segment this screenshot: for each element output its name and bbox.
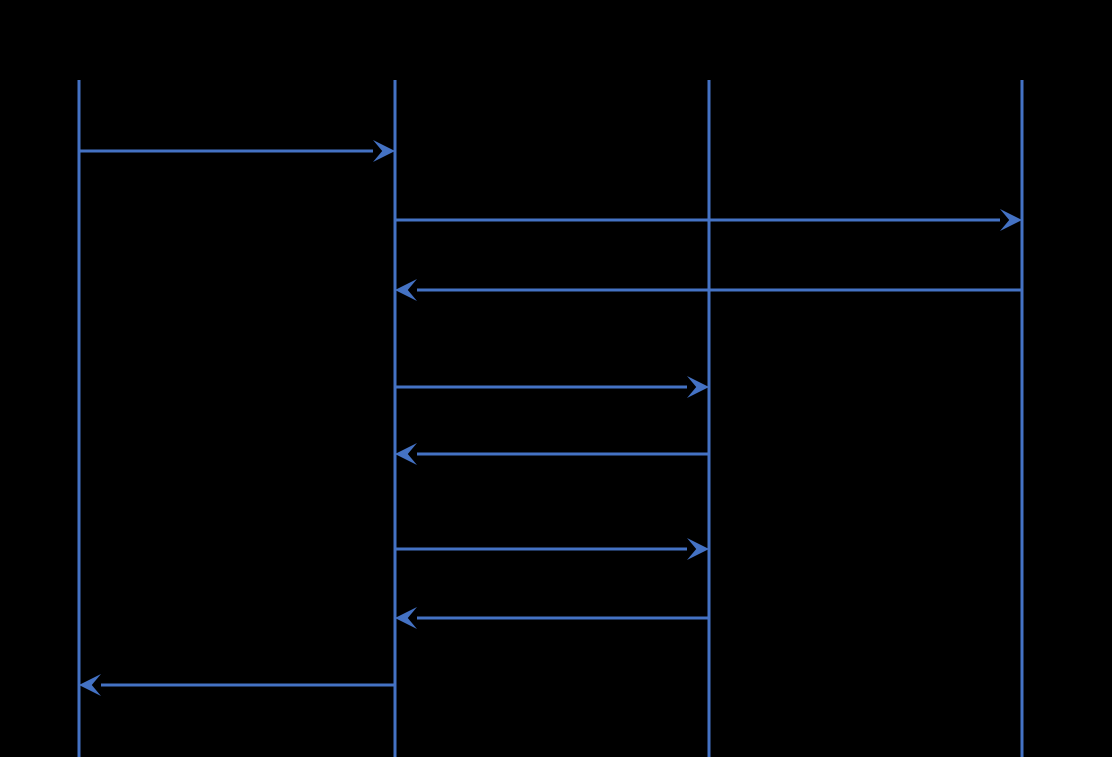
message-4[interactable]	[395, 376, 709, 398]
message-arrowhead-2	[1000, 209, 1022, 231]
message-6[interactable]	[395, 538, 709, 560]
message-3[interactable]	[395, 279, 1022, 301]
message-arrowhead-4	[687, 376, 709, 398]
message-1[interactable]	[79, 140, 395, 162]
message-5[interactable]	[395, 443, 709, 465]
message-arrowhead-8	[79, 674, 101, 696]
message-7[interactable]	[395, 607, 709, 629]
message-arrowhead-3	[395, 279, 417, 301]
message-arrowhead-6	[687, 538, 709, 560]
message-8[interactable]	[79, 674, 395, 696]
lifelines-group	[77, 80, 1024, 757]
message-arrowhead-7	[395, 607, 417, 629]
messages-group	[79, 140, 1022, 696]
message-2[interactable]	[395, 209, 1022, 231]
message-arrowhead-5	[395, 443, 417, 465]
message-arrowhead-1	[373, 140, 395, 162]
